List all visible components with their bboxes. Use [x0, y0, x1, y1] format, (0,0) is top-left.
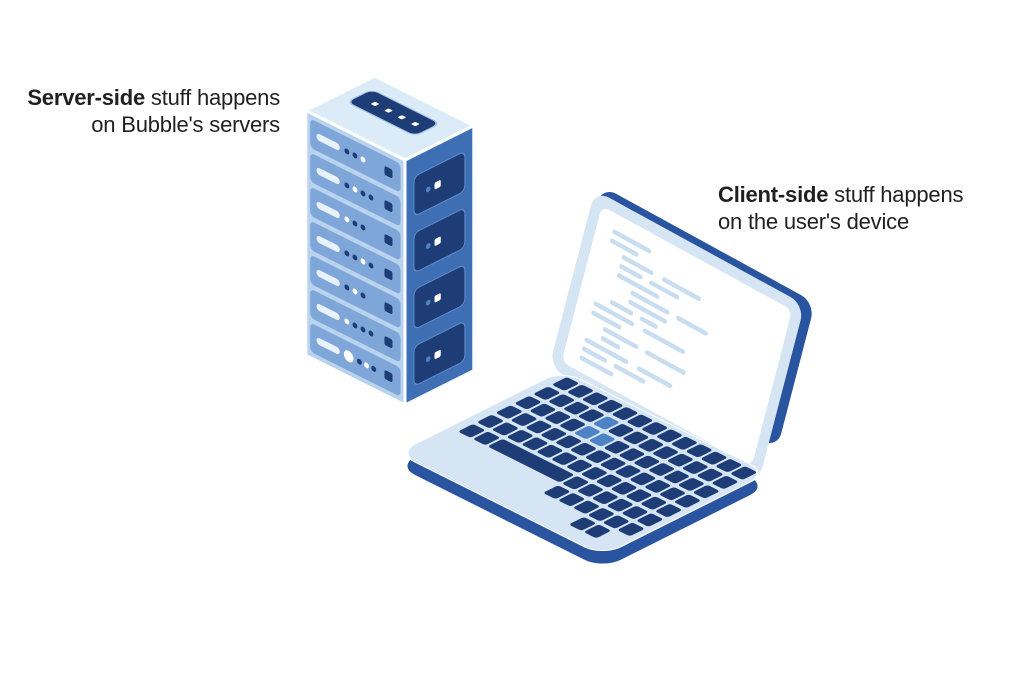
client-side-label-line2: on the user's device [718, 209, 909, 234]
client-side-label-rest: stuff happens [828, 182, 964, 207]
laptop-lid [552, 191, 812, 476]
server-side-panels [413, 152, 466, 385]
client-side-label: Client-side stuff happens on the user's … [718, 181, 963, 235]
server-side-label-bold: Server-side [27, 85, 145, 110]
laptop-illustration [406, 191, 812, 564]
laptop-keyboard [459, 377, 757, 538]
laptop-base [406, 375, 759, 564]
server-front-slats [310, 120, 401, 396]
server-side-label-line2: on Bubble's servers [91, 112, 280, 137]
client-side-label-line1: Client-side stuff happens [718, 181, 963, 208]
server-rack-illustration [304, 74, 476, 407]
client-side-label-bold: Client-side [718, 182, 829, 207]
server-side-label: Server-side stuff happens on Bubble's se… [27, 84, 280, 138]
screen-code-lines [579, 229, 708, 389]
server-side-label-rest: stuff happens [144, 85, 280, 110]
server-top-panel [349, 90, 438, 135]
server-side-label-line1: Server-side stuff happens [27, 84, 280, 111]
